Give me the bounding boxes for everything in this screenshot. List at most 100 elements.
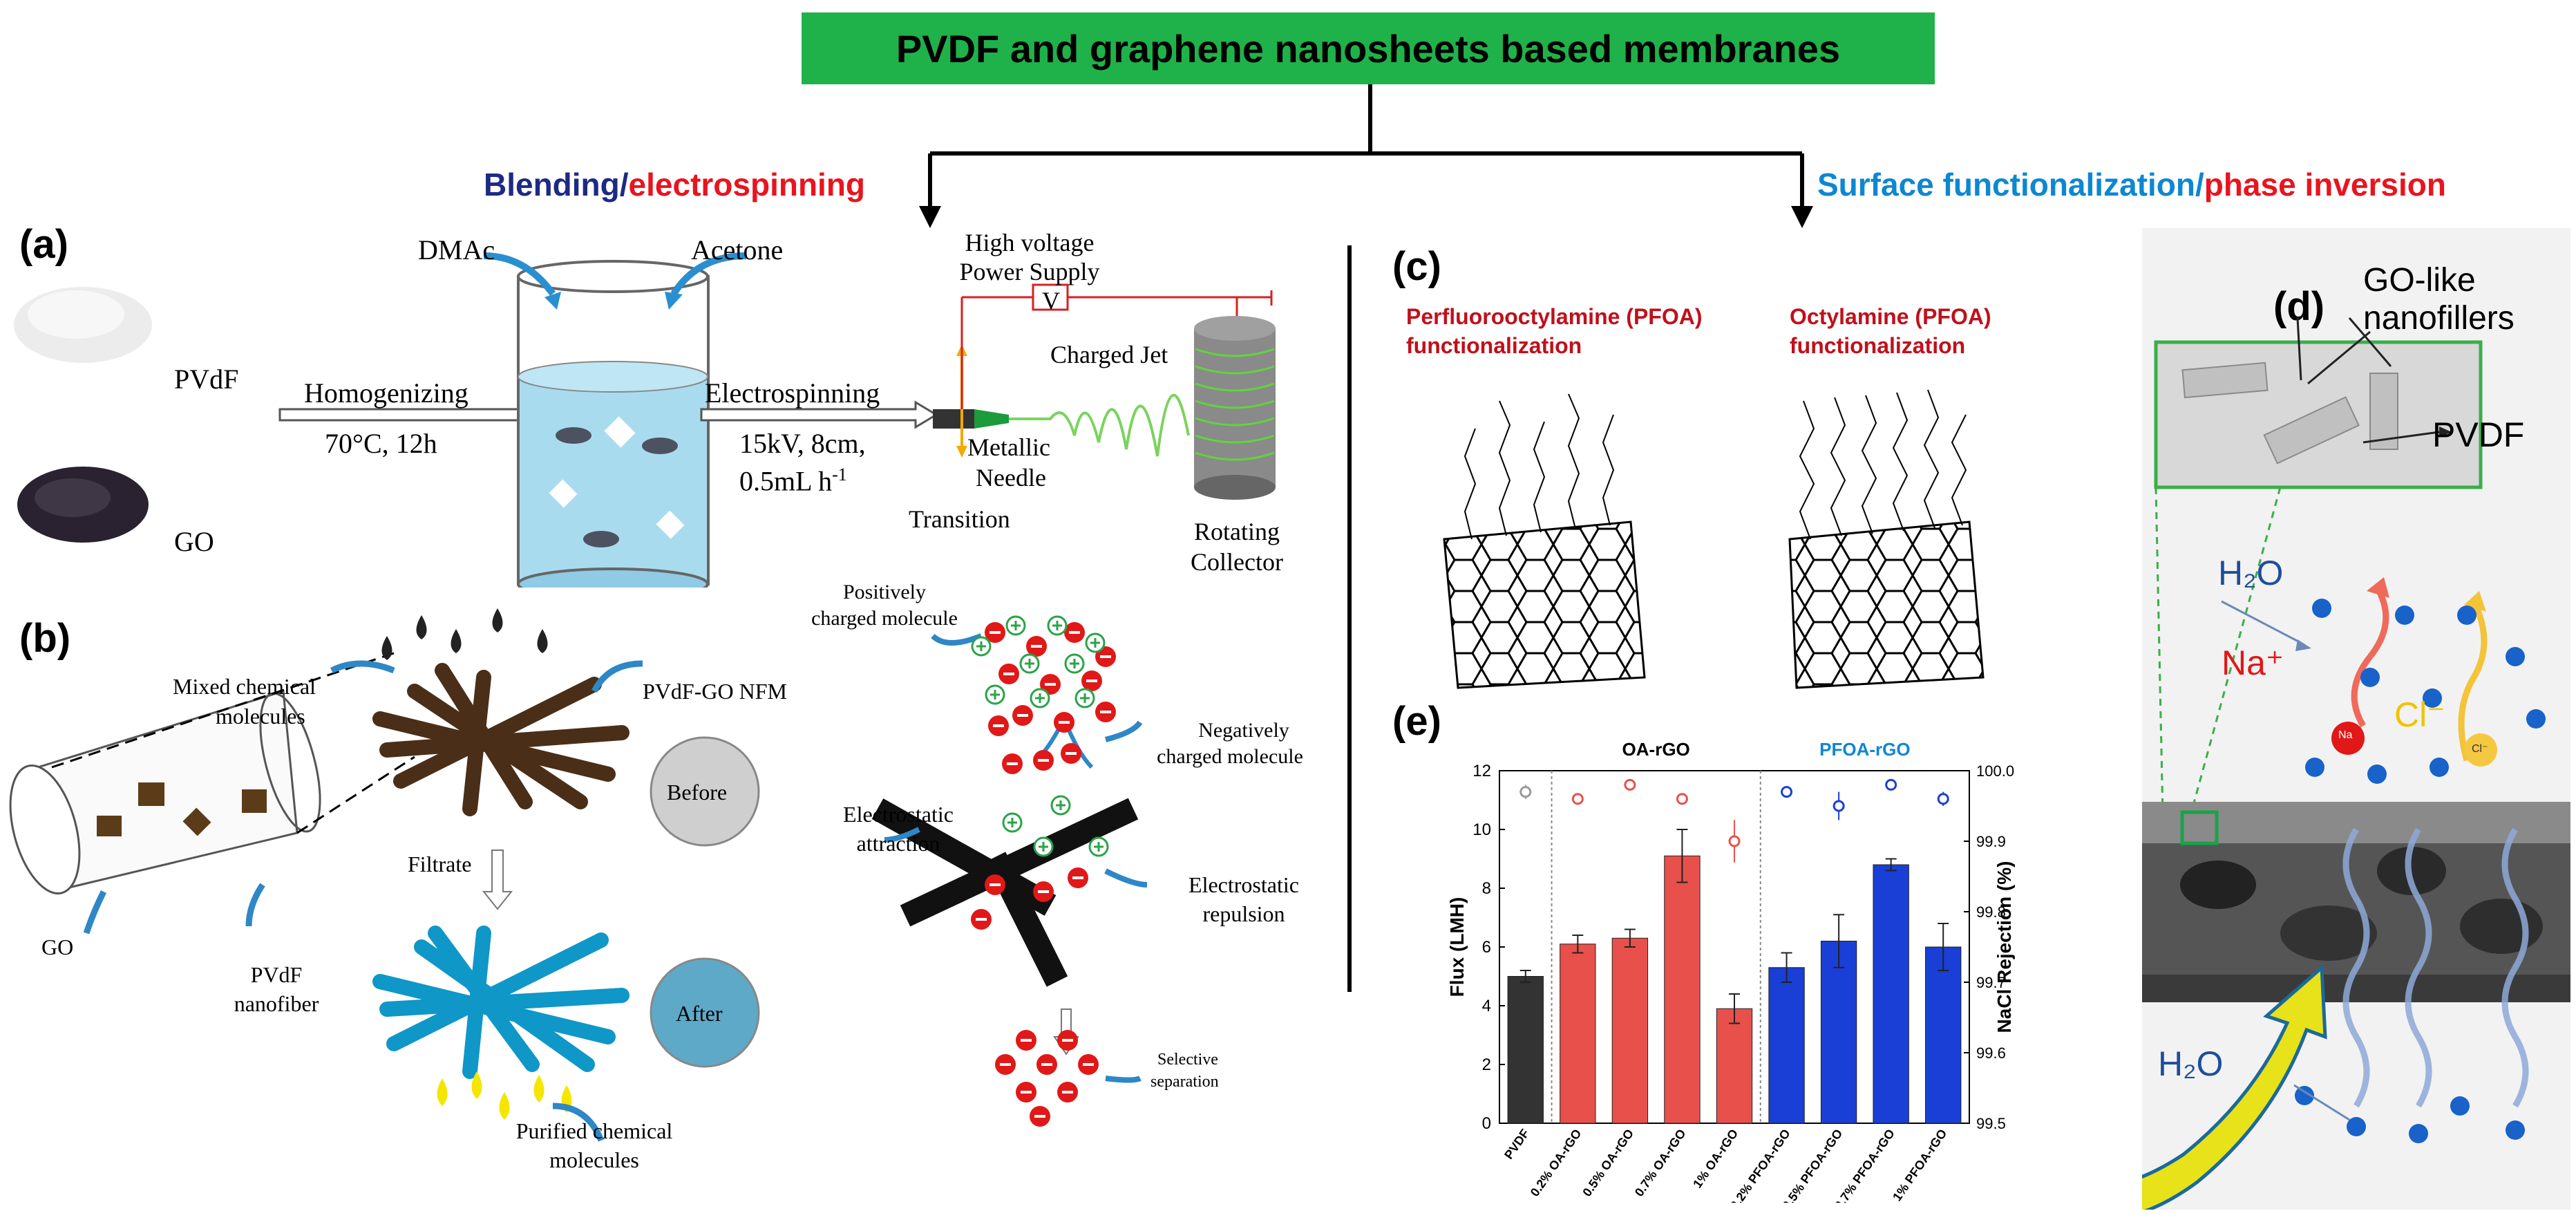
route-blending-electrospinning: Blending/electrospinning	[484, 167, 866, 203]
tick-label-left: 10	[1472, 820, 1491, 839]
voltage-source-icon	[1032, 283, 1069, 311]
tick-label-right: 99.7	[1976, 974, 2006, 991]
label-power-supply: Power Supply	[959, 258, 1100, 285]
bar-flux	[1768, 967, 1805, 1124]
functionalized-graphene-icon	[1443, 389, 1985, 689]
category-label: 0.7% OA-rGO	[1632, 1127, 1689, 1199]
bar-flux	[1664, 855, 1701, 1124]
bar-flux	[1873, 864, 1909, 1124]
tick-label-right: 99.5	[1976, 1115, 2006, 1132]
panel-d-graphic	[2142, 317, 2570, 1210]
bar-flux	[1820, 941, 1857, 1124]
label-negatively-charged: charged molecule	[1157, 745, 1303, 768]
label-rotating: Rotating	[1194, 518, 1280, 545]
label-pvdf: PVdF	[174, 364, 239, 395]
rejection-point	[1832, 800, 1845, 812]
label-h2o-top: H₂O	[2218, 554, 2284, 592]
label-pvdf-go-nfm: PVdF-GO NFM	[643, 679, 787, 704]
tick-label-right: 99.8	[1976, 903, 2006, 921]
panel-b-label: (b)	[19, 616, 71, 661]
label-transition: Transition	[909, 505, 1010, 533]
label-positively-charged: charged molecule	[811, 607, 958, 630]
rejection-point	[1885, 778, 1897, 791]
label-charged-jet: Charged Jet	[1050, 341, 1168, 368]
tick-label-left: 8	[1482, 879, 1491, 898]
nanofiber-tube-icon	[9, 690, 321, 894]
rejection-point	[1728, 835, 1741, 847]
step-electrospinning: Electrospinning	[705, 377, 880, 409]
label-cl-ion: Cl⁻	[2472, 743, 2488, 755]
rejection-point	[1937, 793, 1949, 805]
rejection-point	[1571, 793, 1584, 805]
label-metallic: Metallic	[967, 433, 1050, 461]
label-go-nanofillers: GO-like nanofillers	[2363, 262, 2515, 337]
label-selective: Selective	[1157, 1051, 1218, 1069]
brown-nfm-icon	[372, 663, 629, 816]
bar-flux	[1611, 937, 1649, 1124]
step-electrospinning-condition-2: 0.5mL h-1	[739, 464, 847, 497]
category-label: 1% OA-rGO	[1690, 1127, 1741, 1191]
label-high-voltage: High voltage	[965, 229, 1095, 256]
label-filtrate: Filtrate	[408, 852, 472, 876]
label-na-plus: Na⁺	[2222, 644, 2284, 682]
label-needle: Needle	[976, 464, 1046, 491]
after-disc-icon	[650, 957, 760, 1068]
step-electrospinning-condition-1: 15kV, 8cm,	[739, 428, 866, 459]
panel-c-label: (c)	[1392, 244, 1441, 289]
tick-label-left: 0	[1482, 1114, 1491, 1133]
tick-label-right: 99.9	[1976, 833, 2006, 850]
label-electrostatic-repulsion: Electrostatic	[1188, 872, 1299, 897]
category-label: 0.5% OA-rGO	[1580, 1127, 1636, 1199]
rejection-point	[1624, 778, 1636, 791]
label-pvdf-d: PVDF	[2432, 415, 2525, 454]
cl-ion-icon	[2464, 733, 2497, 767]
label-dmac: DMAc	[418, 234, 495, 265]
tick-label-left: 12	[1472, 762, 1491, 780]
label-go: GO	[174, 526, 214, 557]
panel-a-label: (a)	[19, 222, 68, 267]
group-label-0: OA-rGO	[1622, 739, 1690, 760]
label-attraction: attraction	[856, 831, 940, 856]
panel-a-graphic	[14, 252, 1276, 588]
step-homogenizing: Homogenizing	[304, 377, 468, 409]
tick-label-right: 100.0	[1976, 762, 2014, 780]
label-nanofiber: nanofiber	[234, 991, 319, 1016]
step-homogenizing-condition: 70°C, 12h	[325, 428, 437, 459]
before-disc-icon	[650, 736, 760, 847]
bar-flux	[1507, 976, 1544, 1124]
label-before: Before	[667, 780, 728, 805]
label-molecules: molecules	[216, 704, 305, 729]
label-na-ion: Na	[2338, 729, 2353, 741]
rejection-point	[1519, 786, 1532, 798]
tick-label-left: 4	[1482, 997, 1491, 1015]
category-label: PVDF	[1502, 1127, 1532, 1162]
bar-flux	[1925, 946, 1962, 1124]
category-label: 1% PFOA-rGO	[1890, 1127, 1949, 1203]
y-axis-label-right: NaCl Rejection (%)	[1993, 861, 2015, 1033]
panel-d-label: (d)	[2273, 284, 2325, 329]
tick-label-right: 99.6	[1976, 1044, 2006, 1062]
label-pvdf-fiber: PVdF	[250, 962, 303, 987]
tick-label-left: 2	[1482, 1055, 1491, 1074]
label-pfoa-functionalization: functionalization	[1406, 333, 1582, 358]
label-acetone: Acetone	[691, 234, 784, 265]
y-axis-label-left: Flux (LMH)	[1446, 897, 1468, 997]
yellow-link-arrow	[2142, 964, 2327, 1210]
label-repulsion: repulsion	[1202, 901, 1285, 926]
label-purified-molecules: molecules	[549, 1147, 639, 1172]
na-ion-icon	[2331, 722, 2365, 755]
route-surface-phase-inversion: Surface functionalization/phase inversio…	[1817, 167, 2446, 203]
voltage-symbol: V	[1042, 287, 1060, 315]
panel-e-label: (e)	[1392, 699, 1441, 744]
group-label-1: PFOA-rGO	[1819, 739, 1910, 760]
label-pfoa-title: Perfluorooctylamine (PFOA)	[1406, 304, 1703, 329]
rejection-point	[1781, 786, 1793, 798]
label-positively: Positively	[842, 581, 926, 603]
label-mixed-chemical: Mixed chemical	[173, 674, 316, 699]
label-go-b: GO	[41, 935, 74, 959]
label-after: After	[676, 1001, 723, 1026]
bar-flux	[1716, 1008, 1753, 1124]
bar-flux	[1560, 944, 1596, 1124]
